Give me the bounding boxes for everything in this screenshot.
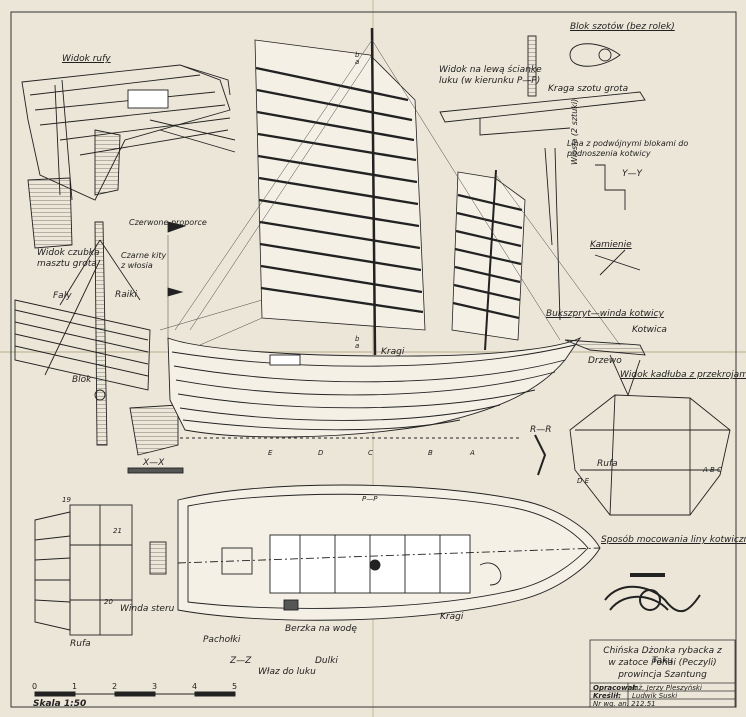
- label-berzka: Berzka na wodę: [285, 624, 357, 634]
- deck-plan-view: [149, 484, 601, 621]
- title-block-kreslil-label: Kreślił:: [593, 692, 622, 700]
- label-n21: 21: [113, 527, 122, 535]
- label-podnoszenia: podnoszenia kotwicy: [567, 149, 651, 158]
- masthead-view-drawing: [14, 221, 151, 446]
- label-wlaz: Właz do luku: [258, 667, 316, 677]
- label-bukszpryt: Bukszpryt—winda kotwicy: [546, 309, 664, 319]
- label-widok-rufy: Widok rufy: [62, 54, 111, 64]
- scale-tick-1: 1: [72, 682, 78, 691]
- label-abc: A B C: [703, 466, 722, 474]
- label-rufa-plan: Rufa: [70, 639, 91, 649]
- label-pacholki: Pachołki: [203, 635, 241, 645]
- label-drzewo: Drzewo: [588, 356, 622, 366]
- section-letter-d: D: [318, 449, 324, 457]
- anchor-rope-detail: [604, 573, 701, 613]
- label-b-a-top: b a: [355, 51, 360, 66]
- main-sail: [254, 39, 426, 331]
- title-block-frame: [589, 639, 736, 708]
- label-wiosla: Wiosła (2 sztuki): [570, 98, 579, 165]
- label-blok-szotow: Blok szotów (bez rolek): [570, 22, 675, 32]
- flag-pennant: [167, 221, 187, 297]
- title-block-opracowal-value: Inż. Jerzy Pleszyński: [632, 684, 702, 692]
- label-czarne-kity: Czarne kity: [121, 251, 167, 260]
- scale-label: Skala 1:50: [33, 699, 87, 709]
- main-mast: [370, 27, 377, 356]
- label-z-wlosia: z włosia: [121, 261, 153, 270]
- section-letter-e: E: [268, 449, 273, 457]
- title-block-number: Nr wg. an. 212.51: [593, 700, 656, 708]
- label-widok-czubka: Widok czubka: [37, 248, 100, 258]
- label-raiki: Raiki: [115, 290, 137, 300]
- label-widok-lewa: Widok na lewą ścianke: [439, 65, 542, 75]
- rigging: [159, 39, 621, 346]
- fore-mast: [484, 169, 497, 351]
- label-widok-kadluba: Widok kadłuba z przekrojami: [620, 370, 746, 380]
- label-kragi: Kragi: [381, 347, 405, 357]
- scale-tick-3: 3: [152, 682, 158, 691]
- label-luku: luku (w kierunku P—P): [439, 76, 541, 86]
- label-de: D E: [577, 477, 590, 485]
- section-x-x-drawing: [127, 404, 184, 474]
- label-z-z: Z—Z: [230, 656, 252, 666]
- label-y-y: Y—Y: [622, 169, 642, 179]
- drawing-title-line1: Chińska Dżonka rybacka z Taku: [603, 646, 722, 666]
- label-p-p: P—P: [362, 495, 378, 503]
- label-kamienie: Kamienie: [590, 240, 632, 250]
- label-kraga-szotu: Kraga szotu grota: [548, 84, 629, 94]
- label-dulki: Dulki: [315, 656, 338, 666]
- fore-sail: [451, 171, 526, 341]
- label-faly: Faly: [53, 291, 72, 301]
- scale-bar: [34, 691, 236, 697]
- label-lina: Lina z podwójnymi blokami do: [567, 139, 689, 148]
- section-letter-c: C: [368, 449, 373, 457]
- sheet-frame: [10, 11, 737, 708]
- label-n19: 19: [62, 496, 71, 504]
- stern-view-drawing: [21, 64, 236, 249]
- label-x-x: X—X: [143, 458, 165, 468]
- hull-side-view: [167, 336, 646, 439]
- label-czerwone: Czerwone proporce: [129, 218, 207, 227]
- label-rufa-section: Rufa: [597, 459, 618, 469]
- scale-tick-0: 0: [32, 682, 38, 691]
- title-block-opracowal-label: Opracował:: [593, 684, 638, 692]
- label-kragi-plan: Kragi: [440, 612, 464, 622]
- stern-plan-detail: [34, 504, 133, 636]
- drawing-title-line3: prowincja Szantung: [618, 670, 707, 680]
- label-b-a-bottom: b a: [355, 335, 360, 350]
- detail-sketches-right: [439, 35, 731, 516]
- section-letter-b: B: [428, 449, 433, 457]
- label-n20: 20: [104, 598, 113, 606]
- drawing-title-line2: w zatoce Pohai (Peczyli): [608, 658, 717, 668]
- scale-tick-4: 4: [192, 682, 198, 691]
- scale-tick-2: 2: [112, 682, 118, 691]
- section-letter-a: A: [470, 449, 475, 457]
- label-masztu-grota: masztu grota: [37, 259, 97, 269]
- label-blok: Blok: [72, 375, 92, 385]
- label-winda-steru: Winda steru: [120, 604, 175, 614]
- label-sposob: Sposób mocowania liny kotwicznej: [601, 535, 746, 545]
- label-kotwica: Kotwica: [632, 325, 667, 335]
- label-r-r: R—R: [530, 425, 552, 435]
- title-block-kreslil-value: Ludwik Suski: [632, 692, 678, 700]
- scale-tick-5: 5: [232, 682, 238, 691]
